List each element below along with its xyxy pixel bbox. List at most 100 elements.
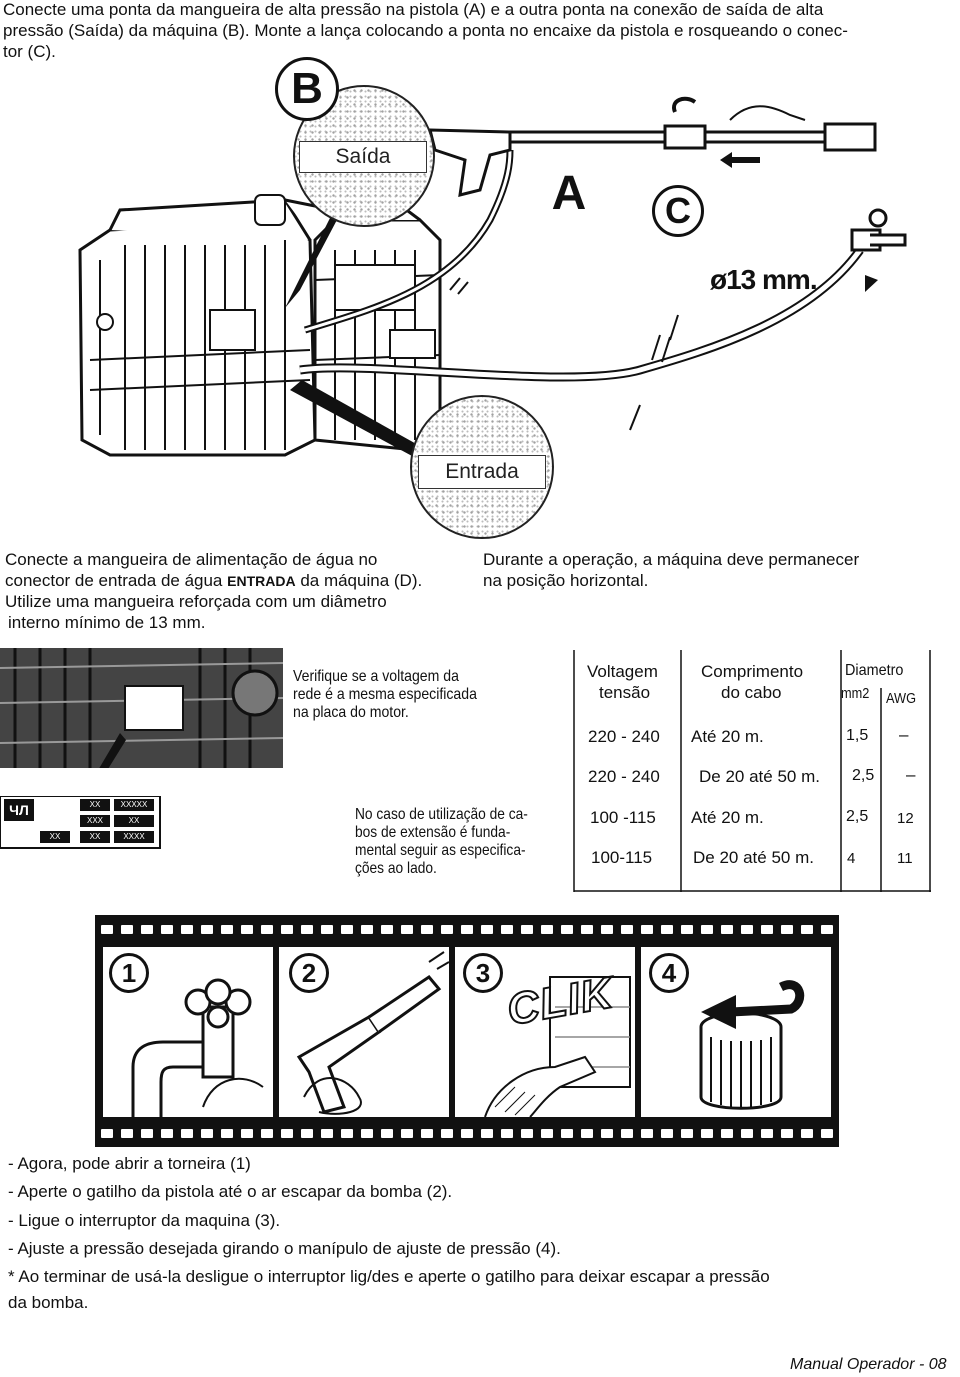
film-perforation [361, 1129, 373, 1138]
plate-code: XXX [80, 815, 110, 827]
film-perforation [341, 925, 353, 934]
film-perforation [581, 1129, 593, 1138]
film-perforation [721, 925, 733, 934]
row4-voltage: 100-115 [591, 848, 653, 867]
intro-line-3: tor (C). [3, 42, 56, 61]
film-perforation [181, 1129, 193, 1138]
row4-awg: 11 [897, 850, 913, 867]
page-footer: Manual Operador - 08 [790, 1356, 947, 1373]
film-perforation [821, 1129, 833, 1138]
film-perforation [441, 1129, 453, 1138]
water-instruction-4: interno mínimo de 13 mm. [8, 613, 206, 632]
film-perforation [601, 1129, 613, 1138]
film-perforation [101, 1129, 113, 1138]
film-perforation [381, 1129, 393, 1138]
film-perforation [241, 925, 253, 934]
film-perforation [181, 925, 193, 934]
water-instruction-1: Conecte a mangueira de alimentação de ág… [5, 550, 378, 569]
film-perforation [401, 925, 413, 934]
step-line-1: - Agora, pode abrir a torneira (1) [8, 1154, 251, 1173]
film-perforation [541, 1129, 553, 1138]
film-perforation [541, 925, 553, 934]
plate-code: XX [80, 799, 110, 811]
row1-mm2: 1,5 [846, 727, 869, 744]
film-perforation [301, 925, 313, 934]
film-perforation [221, 1129, 233, 1138]
header-awg: AWG [886, 690, 916, 707]
film-perforation [141, 925, 153, 934]
motor-plate-drawing [0, 648, 284, 849]
plate-code: XXXX [114, 831, 154, 843]
film-perforation [281, 925, 293, 934]
film-perforation [161, 1129, 173, 1138]
step-line-3: - Ligue o interruptor da maquina (3). [8, 1211, 281, 1230]
step-number-2: 2 [289, 953, 329, 993]
step-line-4: - Ajuste a pressão desejada girando o ma… [8, 1239, 561, 1258]
faucet-drawing [131, 978, 264, 1117]
header-length-1: Comprimento [701, 662, 804, 681]
header-voltage-2: tensão [599, 683, 651, 702]
marker-a: A [540, 165, 598, 223]
film-perforation [641, 925, 653, 934]
row3-awg: 12 [897, 810, 914, 827]
water-instruction-2b: da máquina (D). [300, 571, 423, 590]
film-perforation [761, 925, 773, 934]
film-perforation [441, 925, 453, 934]
film-perforation [721, 1129, 733, 1138]
row4-mm2: 4 [847, 850, 856, 867]
film-perforation [801, 925, 813, 934]
voltage-note-1: Verifique se a voltagem da [293, 668, 459, 685]
pressure-knob-drawing [699, 980, 805, 1110]
film-perforation [461, 925, 473, 934]
final-note-1: * Ao terminar de usá-la desligue o inter… [8, 1267, 770, 1286]
film-perforation [481, 925, 493, 934]
frame-3: CLIK 3 [455, 947, 635, 1117]
film-perforation [621, 925, 633, 934]
gun-trigger-drawing [296, 951, 449, 1115]
hose-diameter: ø13 mm. [710, 264, 818, 295]
plate-code: XX [80, 831, 110, 843]
motor-plate-photo [0, 648, 284, 888]
film-perforation [561, 1129, 573, 1138]
film-perforation [661, 1129, 673, 1138]
cable-spec-table: Voltagem tensão Comprimento do cabo Diam… [573, 650, 931, 892]
film-perforation [361, 925, 373, 934]
final-note-2: da bomba. [8, 1293, 89, 1312]
intro-line-2: pressão (Saída) da máquina (B). Monte a … [3, 21, 848, 40]
film-perforation [741, 925, 753, 934]
film-perforation [121, 925, 133, 934]
table-lines [573, 650, 931, 892]
entrada-label: Entrada [418, 455, 546, 489]
voltage-note: Verifique se a voltagem da rede é a mesm… [293, 668, 477, 722]
switch-drawing [484, 976, 631, 1117]
row3-voltage: 100 -115 [590, 808, 656, 827]
row1-length: Até 20 m. [691, 727, 764, 746]
row2-awg: – [906, 765, 916, 784]
film-perforation [281, 1129, 293, 1138]
extension-note-1: No caso de utilização de ca- [355, 806, 528, 823]
plate-logo: ЧЛ [4, 799, 34, 821]
film-perforation [681, 1129, 693, 1138]
horizontal-note-1: Durante a operação, a máquina deve perma… [483, 550, 860, 569]
extension-note-2: bos de extensão é funda- [355, 824, 511, 841]
film-perforation [261, 925, 273, 934]
header-length-2: do cabo [721, 683, 782, 702]
row1-awg: – [899, 725, 909, 744]
film-perforation [501, 1129, 513, 1138]
plate-code: XX [40, 831, 70, 843]
film-perforation [161, 925, 173, 934]
plate-code: XX [114, 815, 154, 827]
film-perforation [701, 1129, 713, 1138]
entrada-bold: ENTRADA [227, 573, 296, 589]
film-perforation [421, 1129, 433, 1138]
film-perforation [521, 925, 533, 934]
film-perforation [521, 1129, 533, 1138]
marker-b: B [275, 57, 339, 121]
film-perforation [801, 1129, 813, 1138]
frame-4: 4 [641, 947, 831, 1117]
saida-label: Saída [299, 141, 427, 173]
step-number-3: 3 [463, 953, 503, 993]
film-perforation [141, 1129, 153, 1138]
row4-length: De 20 até 50 m. [693, 848, 814, 867]
film-perforation [701, 925, 713, 934]
